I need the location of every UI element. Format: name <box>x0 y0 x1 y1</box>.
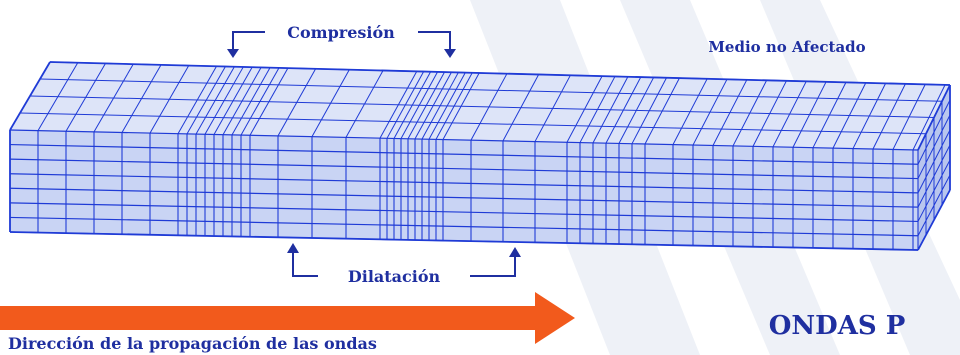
grid-line <box>917 114 951 179</box>
compression-label: Compresión <box>287 23 395 42</box>
grid-line <box>9 231 919 251</box>
grid-line <box>19 112 927 135</box>
diagram-title: ONDAS P <box>769 311 906 341</box>
grid-line <box>917 189 951 251</box>
grid-line <box>9 216 919 237</box>
grid-line <box>9 61 51 131</box>
deformation-grid <box>9 61 951 251</box>
grid-line <box>9 173 919 194</box>
grid-line <box>917 84 951 151</box>
compression-left-arrowhead <box>227 49 239 58</box>
grid-line <box>917 159 951 222</box>
grid-line <box>9 129 919 151</box>
grid-line <box>9 202 919 223</box>
grid-line <box>917 129 951 194</box>
unaffected-medium-label: Medio no Afectado <box>708 38 865 56</box>
grid-line <box>9 187 919 208</box>
grid-line <box>9 143 919 165</box>
compression-arrows <box>232 31 451 50</box>
grid-line <box>39 78 943 102</box>
propagation-direction-label: Dirección de la propagación de las ondas <box>8 334 377 353</box>
grid-line <box>49 61 951 86</box>
dilatation-arrows <box>292 252 516 277</box>
propagation-direction-arrow <box>0 292 575 344</box>
block-front-face <box>10 130 918 250</box>
dilatation-left-arrowhead <box>287 243 299 253</box>
compression-right-arrowhead <box>444 49 456 58</box>
grid-line <box>917 174 951 236</box>
grid-line <box>917 144 951 208</box>
dilatation-label: Dilatación <box>348 267 441 286</box>
grid-line <box>917 99 951 165</box>
grid-line <box>29 95 935 118</box>
grid-line <box>9 158 919 180</box>
dilatation-right-arrowhead <box>509 247 521 257</box>
